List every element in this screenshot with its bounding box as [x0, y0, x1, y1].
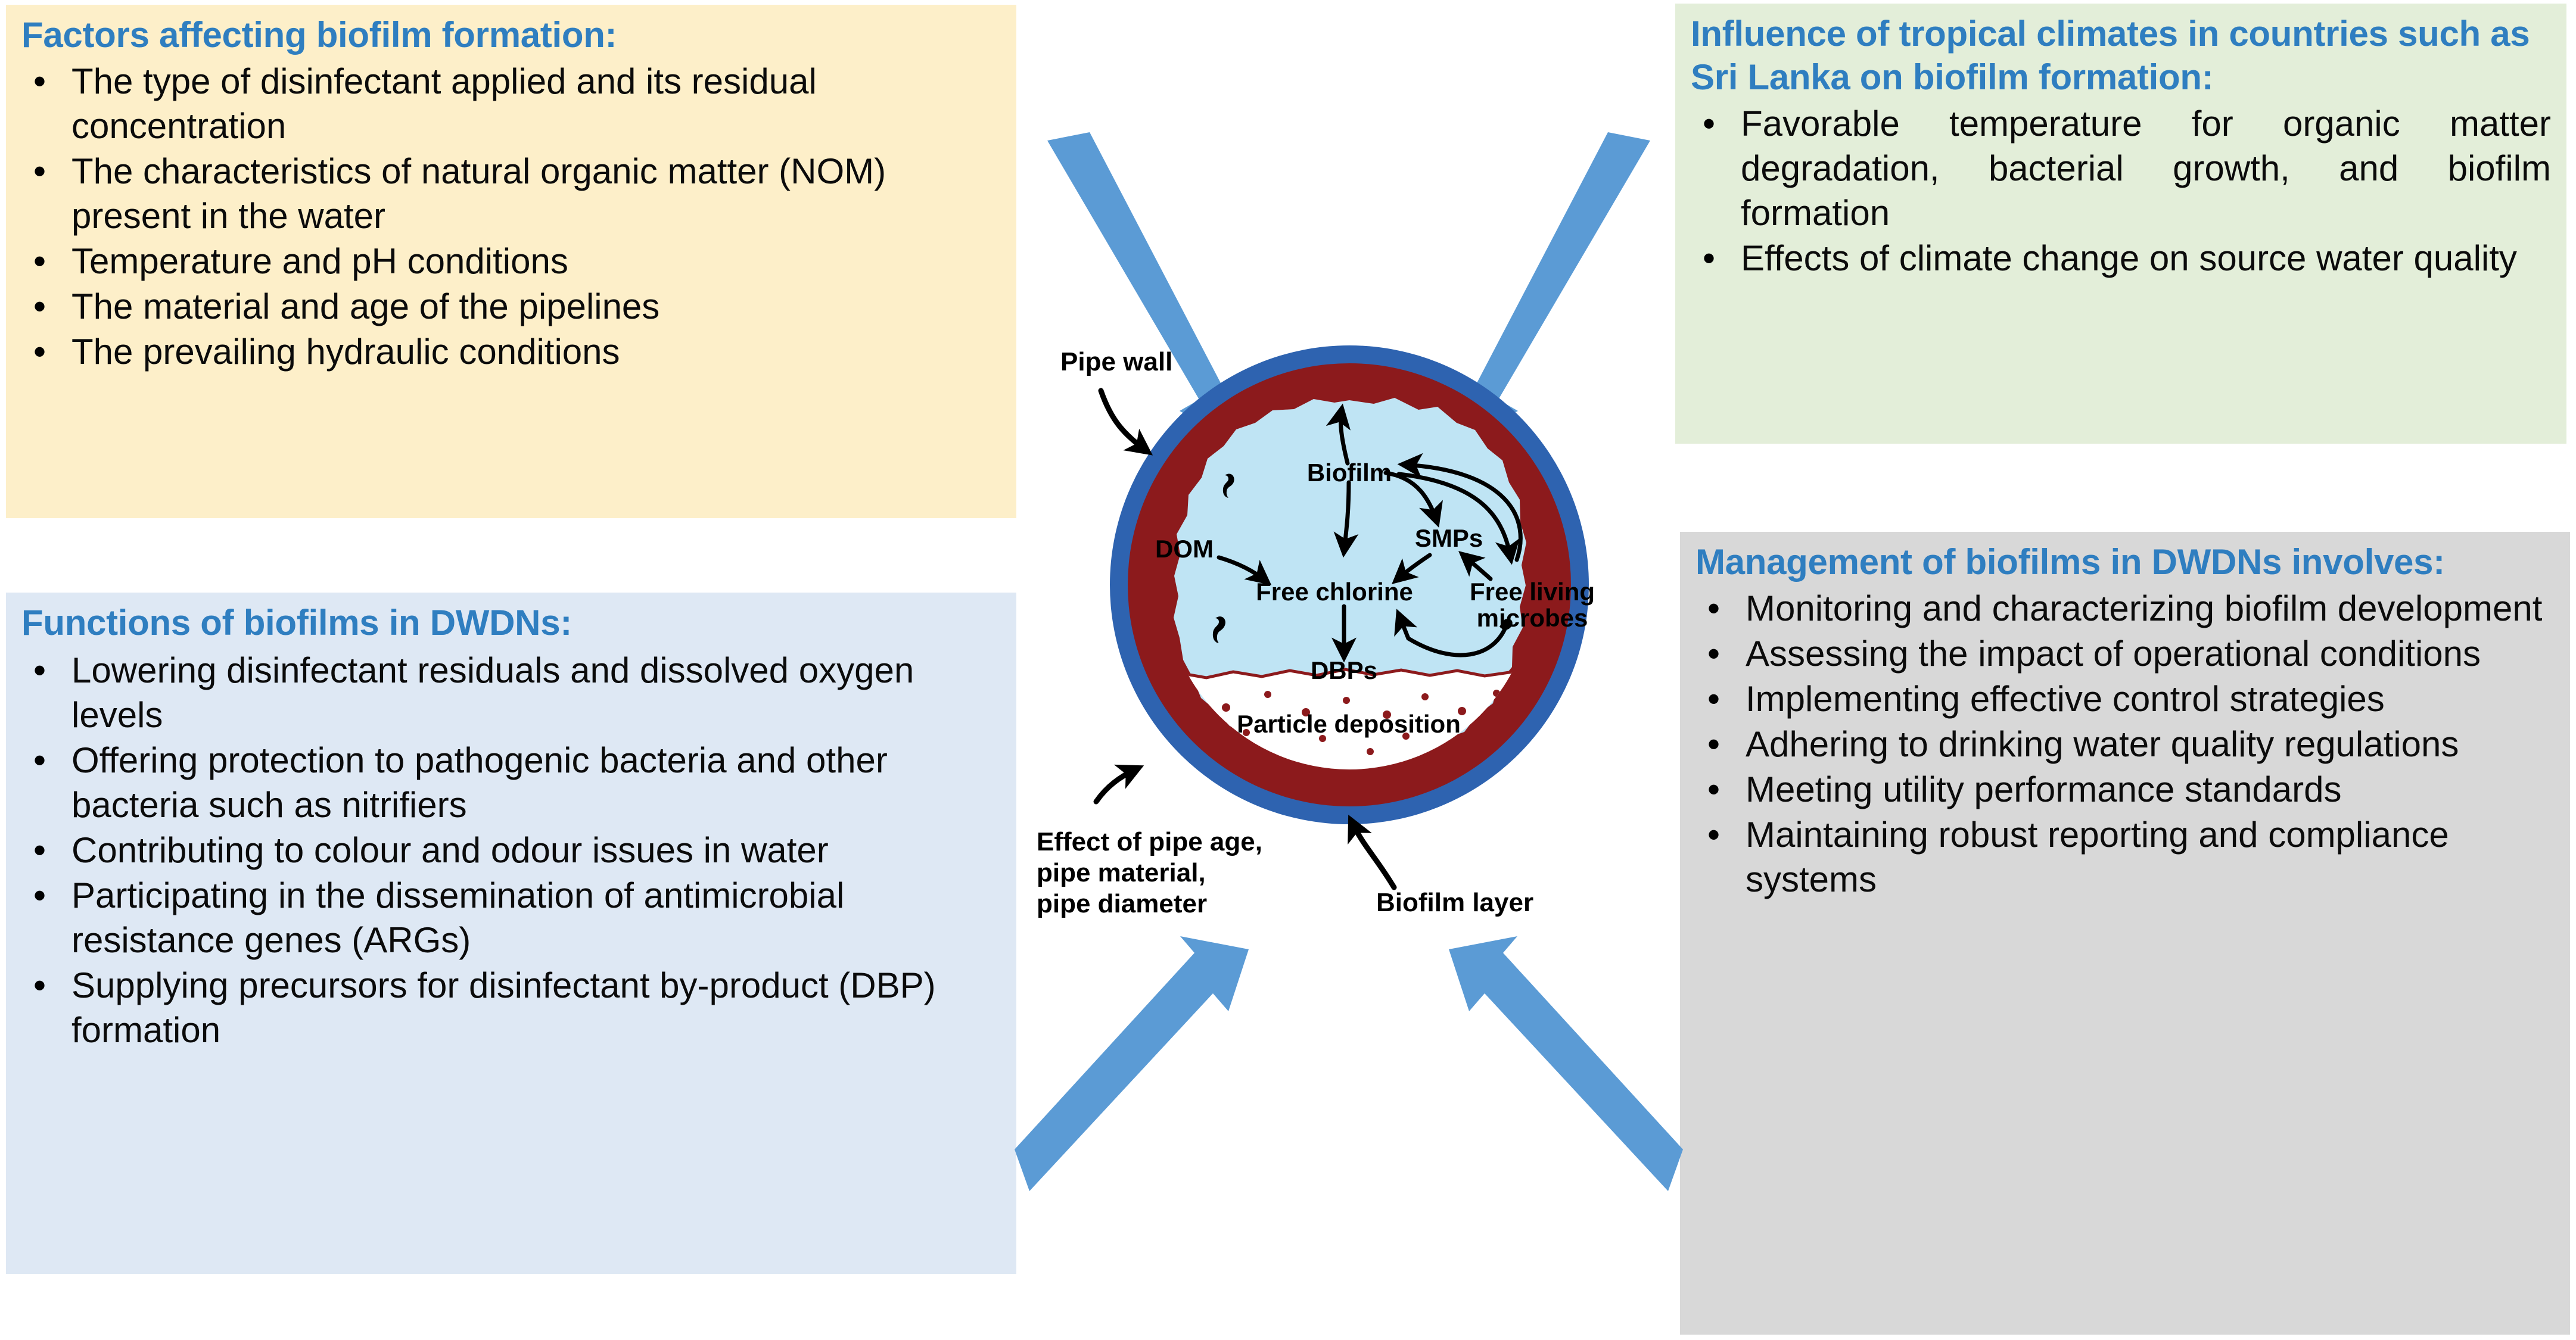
list-item-text: Adhering to drinking water quality regul… [1746, 724, 2459, 765]
bullet-icon: • [1703, 238, 1716, 279]
bullet-icon: • [33, 61, 46, 102]
panel-functions-title: Functions of biofilms in DWDNs: [21, 603, 572, 643]
list-item: • Contributing to colour and odour issues… [21, 828, 1001, 872]
list-item: • The prevailing hydraulic conditions [21, 329, 1001, 374]
panel-management-of-biofilms: Management of biofilms in DWDNs involves… [1680, 532, 2570, 1335]
panel-management-title: Management of biofilms in DWDNs involves… [1695, 542, 2445, 582]
label-free-living-microbes-line2: microbes [1477, 604, 1588, 632]
bullet-icon: • [33, 241, 46, 282]
bullet-icon: • [1707, 815, 1721, 855]
list-item-text: The type of disinfectant applied and its… [71, 61, 817, 147]
pipe-cross-section-figure: Biofilm DOM SMPs Free chlorine Free livi… [1037, 322, 1638, 923]
list-item: • Adhering to drinking water quality regu… [1695, 722, 2555, 766]
list-item-text: The prevailing hydraulic conditions [71, 332, 620, 372]
list-item: • Lowering disinfectant residuals and dis… [21, 648, 1001, 737]
caption-pipe-effect-line2: pipe material, [1037, 858, 1206, 887]
pipe-effect-leader-line [1093, 764, 1144, 805]
list-item: • Implementing effective control strategi… [1695, 677, 2555, 721]
bullet-icon: • [1707, 724, 1721, 765]
label-smps: SMPs [1415, 524, 1483, 552]
list-item: • Assessing the impact of operational con… [1695, 631, 2555, 676]
bullet-icon: • [1707, 634, 1721, 674]
list-item-text: Assessing the impact of operational cond… [1746, 634, 2481, 674]
list-item-text: Contributing to colour and odour issues … [71, 830, 829, 871]
bullet-icon: • [1707, 679, 1721, 719]
list-item: • Favorable temperature for organic matte… [1691, 101, 2551, 235]
bullet-icon: • [33, 650, 46, 691]
panel-functions-list: • Lowering disinfectant residuals and dis… [21, 648, 1001, 1052]
list-item: • The type of disinfectant applied and it… [21, 59, 1001, 148]
bullet-icon: • [1707, 769, 1721, 810]
list-item-text: Effects of climate change on source wate… [1741, 238, 2517, 279]
list-item-text: Temperature and pH conditions [71, 241, 568, 282]
bullet-icon: • [33, 875, 46, 916]
process-arrow-group [1217, 403, 1523, 663]
caption-pipe-wall: Pipe wall [1060, 347, 1172, 376]
bullet-icon: • [33, 830, 46, 871]
panel-management-list: • Monitoring and characterizing biofilm d… [1695, 586, 2555, 902]
panel-tropical-climate-influence: Influence of tropical climates in countr… [1675, 4, 2566, 444]
list-item: • Meeting utility performance standards [1695, 767, 2555, 812]
bacteria-blob-glyph [1499, 619, 1513, 630]
bullet-icon: • [33, 740, 46, 781]
arrow-from-functions-icon [1015, 936, 1249, 1191]
list-item: • The material and age of the pipelines [21, 284, 1001, 329]
list-item: • Offering protection to pathogenic bacte… [21, 738, 1001, 827]
list-item-text: Implementing effective control strategie… [1746, 679, 2385, 719]
list-item-text: Maintaining robust reporting and complia… [1746, 815, 2449, 900]
caption-biofilm-layer: Biofilm layer [1376, 888, 1533, 917]
bacteria-glyph-group [1212, 473, 1234, 643]
bullet-icon: • [33, 332, 46, 372]
panel-factors-list: • The type of disinfectant applied and it… [21, 59, 1001, 374]
pipe-wall-leader-line [1098, 388, 1153, 456]
label-free-living-microbes-line1: Free living [1470, 578, 1595, 606]
list-item-text: Participating in the dissemination of an… [71, 875, 845, 961]
bullet-icon: • [1707, 588, 1721, 629]
list-item: • Participating in the dissemination of a… [21, 873, 1001, 962]
list-item: • The characteristics of natural organic … [21, 149, 1001, 238]
bullet-icon: • [33, 286, 46, 327]
list-item: • Supplying precursors for disinfectant b… [21, 963, 1001, 1052]
label-particle-deposition: Particle deposition [1237, 710, 1461, 738]
label-free-chlorine: Free chlorine [1256, 578, 1413, 606]
list-item-text: The characteristics of natural organic m… [71, 151, 886, 236]
list-item-text: The material and age of the pipelines [71, 286, 660, 327]
bullet-icon: • [33, 965, 46, 1006]
list-item: • Temperature and pH conditions [21, 239, 1001, 283]
bullet-icon: • [1703, 104, 1716, 144]
list-item-text: Lowering disinfectant residuals and diss… [71, 650, 914, 736]
panel-tropical-list: • Favorable temperature for organic matte… [1691, 101, 2551, 281]
panel-functions-of-biofilms: Functions of biofilms in DWDNs: • Lowerin… [6, 593, 1016, 1274]
biofilm-layer-leader-line [1348, 814, 1397, 890]
label-dom: DOM [1155, 535, 1214, 563]
list-item: • Effects of climate change on source wat… [1691, 236, 2551, 281]
caption-pipe-effect-line3: pipe diameter [1037, 889, 1207, 918]
panel-tropical-title: Influence of tropical climates in countr… [1691, 14, 2530, 98]
list-item-text: Monitoring and characterizing biofilm de… [1746, 588, 2543, 629]
caption-pipe-effect-line1: Effect of pipe age, [1037, 827, 1262, 856]
label-biofilm: Biofilm [1307, 459, 1392, 487]
list-item-text: Favorable temperature for organic matter… [1741, 104, 2551, 233]
list-item: • Maintaining robust reporting and compli… [1695, 812, 2555, 902]
panel-factors-affecting-biofilm-formation: Factors affecting biofilm formation: • Th… [6, 5, 1016, 518]
panel-factors-title: Factors affecting biofilm formation: [21, 15, 617, 55]
label-dbps: DBPs [1311, 656, 1377, 684]
bullet-icon: • [33, 151, 46, 192]
list-item-text: Meeting utility performance standards [1746, 769, 2342, 810]
arrow-from-management-icon [1449, 936, 1683, 1191]
list-item: • Monitoring and characterizing biofilm d… [1695, 586, 2555, 631]
list-item-text: Supplying precursors for disinfectant by… [71, 965, 936, 1051]
list-item-text: Offering protection to pathogenic bacter… [71, 740, 888, 825]
